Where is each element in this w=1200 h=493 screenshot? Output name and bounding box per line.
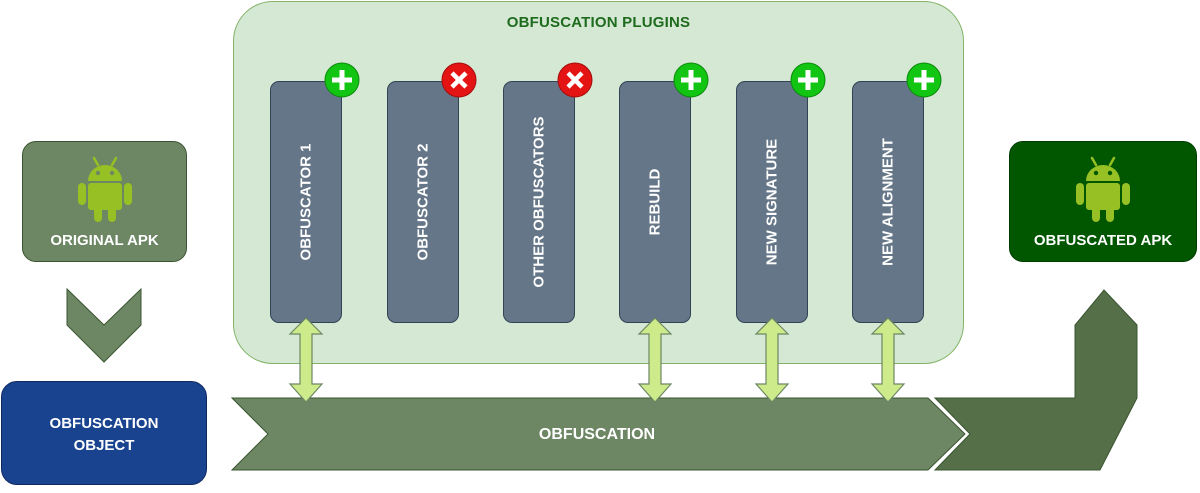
android-icon: [1076, 156, 1130, 222]
connector-arrow-new-signature: [754, 317, 790, 403]
plus-icon[interactable]: [673, 62, 709, 98]
obfuscation-pipeline-arrow: [230, 397, 966, 471]
original-apk-label: ORIGINAL APK: [50, 232, 159, 249]
android-icon: [77, 156, 132, 222]
plugin-obfuscator-2[interactable]: OBFUSCATOR 2: [387, 81, 459, 323]
down-chevron-arrow: [66, 287, 142, 363]
close-icon[interactable]: [557, 62, 593, 98]
plus-icon[interactable]: [324, 62, 360, 98]
close-icon[interactable]: [441, 62, 477, 98]
return-arrow: [933, 289, 1138, 471]
obfuscation-object-line2: OBJECT: [73, 437, 135, 454]
connector-arrow-new-alignment: [870, 317, 906, 403]
plugins-panel: [233, 1, 964, 364]
obfuscation-object-line1: OBFUSCATION: [49, 415, 159, 432]
plugin-other-obfuscators[interactable]: OTHER OBFUSCATORS: [503, 81, 575, 323]
plus-icon[interactable]: [906, 62, 942, 98]
plugin-new-alignment[interactable]: NEW ALIGNMENT: [852, 81, 924, 323]
plugin-obfuscator-1[interactable]: OBFUSCATOR 1: [270, 81, 342, 323]
obfuscated-apk-label: OBFUSCATED APK: [1033, 232, 1173, 249]
connector-arrow-rebuild: [637, 317, 673, 403]
plugins-panel-title: OBFUSCATION PLUGINS: [506, 14, 691, 31]
plus-icon[interactable]: [790, 62, 826, 98]
connector-arrow-obfuscator-1: [288, 317, 324, 403]
obfuscated-apk-box[interactable]: OBFUSCATED APK: [1009, 141, 1197, 262]
original-apk-box[interactable]: ORIGINAL APK: [22, 141, 187, 262]
pipeline-label: OBFUSCATION: [538, 426, 656, 443]
obfuscation-object-box[interactable]: OBFUSCATION OBJECT: [1, 381, 207, 485]
plugin-new-signature[interactable]: NEW SIGNATURE: [736, 81, 808, 323]
